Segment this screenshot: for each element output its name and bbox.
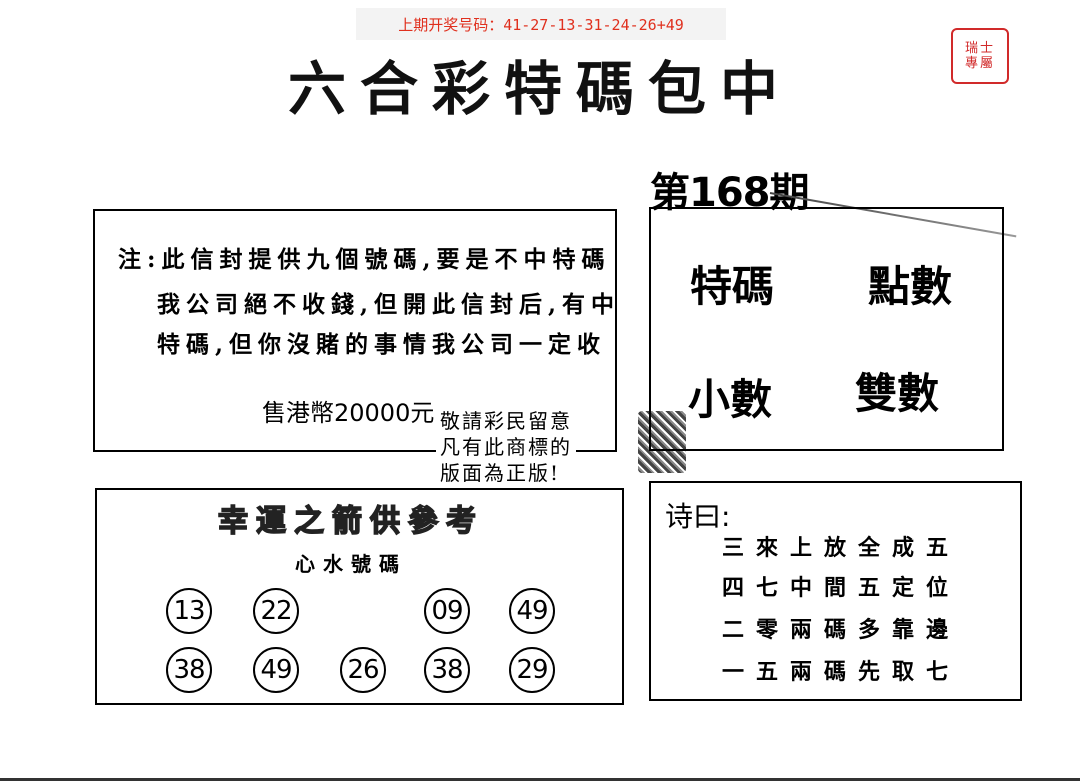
note-line-3: 特碼,但你沒賭的事情我公司一定收 (157, 331, 607, 358)
bottom-border (0, 778, 1080, 781)
number-ball: 38 (424, 647, 470, 693)
notice-line-2: 凡有此商標的 (440, 435, 572, 459)
seal-line-2: 專屬 (964, 56, 995, 71)
attribute-box (649, 207, 1004, 451)
last-draw-banner: 上期开奖号码：41-27-13-31-24-26+49 (356, 8, 726, 40)
lucky-title: 幸運之箭供參考 (217, 503, 484, 540)
genuine-notice: 敬請彩民留意 凡有此商標的 版面為正版! (436, 408, 576, 486)
number-ball: 38 (166, 647, 212, 693)
note-line-1: 注:此信封提供九個號碼,要是不中特碼 (118, 246, 611, 273)
poem-line-1: 三來上放全成五 (722, 535, 961, 561)
poem-line-3: 二零兩碼多靠邊 (722, 617, 961, 643)
poem-box (649, 481, 1022, 701)
number-ball: 09 (424, 588, 470, 634)
page-title: 六合彩特碼包中 (287, 55, 792, 123)
number-ball: 26 (340, 647, 386, 693)
lucky-numbers-box (95, 488, 624, 705)
poem-label: 诗曰: (665, 500, 731, 533)
note-box (93, 209, 617, 452)
seal-line-1: 瑞士 (964, 41, 995, 56)
number-ball: 29 (509, 647, 555, 693)
notice-line-3: 版面為正版! (440, 461, 561, 485)
attr-even: 雙數 (855, 369, 940, 418)
notice-line-1: 敬請彩民留意 (440, 409, 572, 433)
number-ball: 49 (509, 588, 555, 634)
poem-line-2: 四七中間五定位 (722, 575, 961, 601)
number-ball: 22 (253, 588, 299, 634)
seal-stamp: 瑞士 專屬 (951, 28, 1009, 84)
number-ball: 13 (166, 588, 212, 634)
attr-points: 點數 (868, 262, 953, 311)
price-text: 售港幣20000元 (262, 399, 435, 427)
trademark-logo-icon (638, 411, 686, 473)
poem-line-4: 一五兩碼先取七 (722, 659, 961, 685)
number-ball: 49 (253, 647, 299, 693)
attr-special: 特碼 (690, 262, 775, 311)
note-line-2: 我公司絕不收錢,但開此信封后,有中 (157, 291, 621, 318)
lucky-subtitle: 心水號碼 (295, 552, 407, 576)
attr-small: 小數 (688, 375, 773, 424)
